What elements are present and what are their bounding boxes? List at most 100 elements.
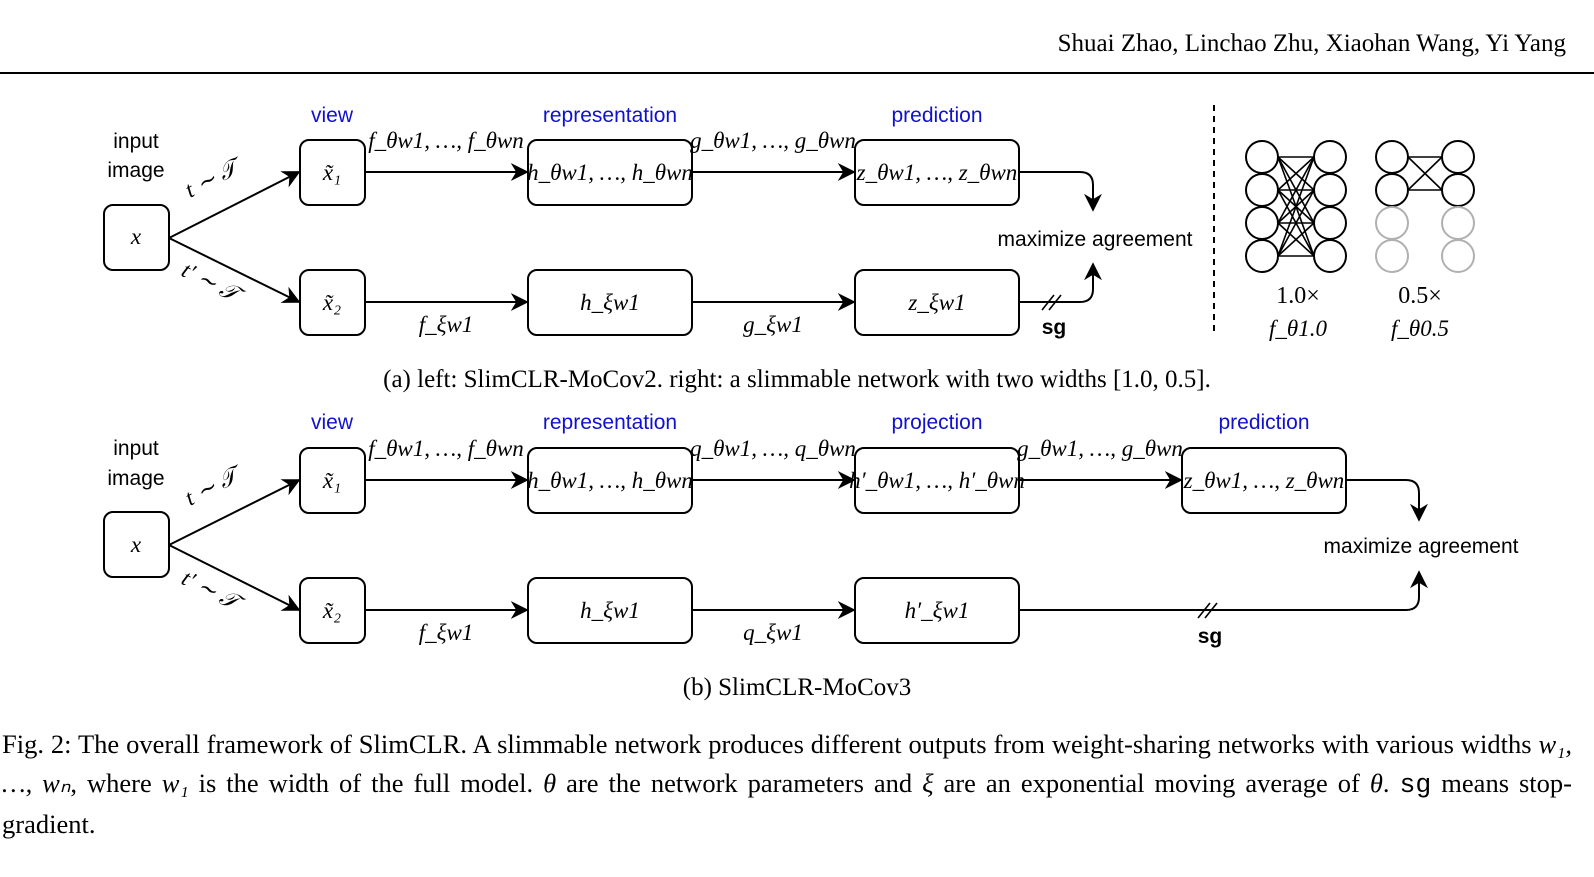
slim-half-neuron-active: [1441, 173, 1475, 207]
slim-full-connection: [1277, 156, 1315, 224]
slim-half-scale: 0.5×: [1398, 283, 1442, 309]
slim-half-neuron-inactive: [1375, 206, 1409, 240]
stage-label-representation: representation: [543, 104, 677, 127]
prediction-top-text: z_θw1, …, z_θwn: [1183, 468, 1345, 493]
figure-caption: Fig. 2: The overall framework of SlimCLR…: [2, 725, 1572, 844]
aug-label-top: t ∼ 𝒯: [181, 460, 248, 510]
caption-math: w₁, …, wₙ: [2, 729, 1572, 798]
aug-edge-bottom: [168, 237, 301, 303]
caption-text: are an exponential moving average of: [933, 768, 1370, 798]
stage-label-prediction: prediction: [1218, 411, 1309, 434]
stage-label-prediction: prediction: [891, 104, 982, 127]
prediction-bottom-text: z_ξw1: [907, 290, 965, 315]
slim-half-neuron-active: [1441, 140, 1475, 174]
stop-gradient-label: sg: [1198, 625, 1223, 648]
slim-full-neuron-active: [1245, 140, 1279, 174]
projection-bottom-text: h′_ξw1: [905, 598, 970, 623]
input-image-label: input: [113, 437, 159, 460]
edge-q-top-label: q_θw1, …, q_θwn: [690, 436, 856, 461]
stop-gradient-mark: [1197, 602, 1211, 619]
input-image-label: image: [107, 467, 164, 490]
panel-a-labels: input image x t ∼ 𝒯 t′ ∼ 𝒯 view represen…: [107, 104, 1449, 341]
stop-gradient-mark: [1204, 602, 1218, 619]
aug-label-top: t ∼ 𝒯: [181, 152, 248, 202]
slim-half-neuron-active: [1375, 173, 1409, 207]
slim-half-neuron-active: [1375, 140, 1409, 174]
caption-text: Fig. 2: The overall framework of SlimCLR…: [2, 729, 1539, 759]
edge-g-bottom-label: g_ξw1: [743, 312, 803, 337]
slim-full-connection: [1277, 156, 1315, 257]
representation-top-text: h_θw1, …, h_θwn: [527, 160, 693, 185]
subcaption-b: (b) SlimCLR-MoCov3: [682, 674, 912, 701]
slim-full-neuron-active: [1245, 173, 1279, 207]
caption-math: θ: [543, 768, 557, 798]
slim-full-neuron-active: [1313, 239, 1347, 273]
panel-a-slimmable-networks: [1245, 140, 1475, 273]
stage-label-view: view: [311, 104, 354, 127]
edge-to-objective-top: [1346, 479, 1428, 522]
slim-full-neuron-active: [1313, 140, 1347, 174]
caption-code: sg: [1399, 770, 1432, 800]
slim-full-connection: [1277, 156, 1315, 191]
edge-to-objective-bottom: [1019, 262, 1102, 303]
edge-f-bottom-label: f_ξw1: [419, 620, 474, 645]
representation-top-text: h_θw1, …, h_θwn: [527, 468, 693, 493]
input-image-label: input: [113, 130, 159, 153]
slim-half-connection: [1407, 156, 1443, 191]
slim-full-scale: 1.0×: [1276, 283, 1320, 309]
slim-half-neuron-inactive: [1375, 239, 1409, 273]
caption-text: means stop-gradient.: [2, 768, 1572, 839]
slim-half-neuron-inactive: [1441, 206, 1475, 240]
caption-text: is the width of the full model.: [188, 768, 544, 798]
aug-edge-bottom: [168, 544, 301, 611]
edge-g-top-label: g_θw1, …, g_θwn: [1017, 436, 1183, 461]
slim-half-label: f_θ0.5: [1391, 316, 1449, 341]
stop-gradient-label: sg: [1042, 316, 1067, 339]
stage-label-view: view: [311, 411, 354, 434]
edge-f-top-label: f_θw1, …, f_θwn: [368, 128, 524, 153]
caption-math: θ: [1369, 768, 1383, 798]
slim-full-neuron-active: [1245, 239, 1279, 273]
stage-label-projection: projection: [891, 411, 982, 434]
stage-label-representation: representation: [543, 411, 677, 434]
running-head-authors: Shuai Zhao, Linchao Zhu, Xiaohan Wang, Y…: [1057, 30, 1566, 57]
representation-bottom-text: h_ξw1: [580, 290, 640, 315]
caption-math: ξ: [922, 768, 934, 798]
objective-label: maximize agreement: [1324, 535, 1519, 558]
aug-edge-top: [168, 479, 301, 546]
header-rule: [0, 72, 1594, 74]
slim-full-connection: [1277, 222, 1315, 257]
view-top-text: x̃₁: [322, 160, 341, 185]
prediction-top-text: z_θw1, …, z_θwn: [856, 160, 1018, 185]
view-bottom-text: x̃₂: [322, 598, 341, 623]
view-bottom-text: x̃₂: [322, 290, 341, 315]
slim-half-neuron-inactive: [1441, 239, 1475, 273]
caption-text: .: [1382, 768, 1400, 798]
stop-gradient-mark: [1048, 294, 1062, 311]
caption-text: are the network parameters and: [556, 768, 923, 798]
slim-full-neuron-active: [1313, 173, 1347, 207]
edge-q-bottom-label: q_ξw1: [743, 620, 803, 645]
panel-a: [103, 105, 1215, 336]
edge-to-objective-top: [1019, 171, 1102, 212]
edge-f-top-label: f_θw1, …, f_θwn: [368, 436, 524, 461]
slim-full-connection: [1277, 189, 1315, 257]
input-image-label: image: [107, 159, 164, 182]
aug-edge-top: [168, 171, 301, 239]
slim-full-neuron-active: [1245, 206, 1279, 240]
caption-math: w₁: [161, 768, 189, 798]
aug-label-bottom: t′ ∼ 𝒯: [178, 565, 249, 618]
edge-f-bottom-label: f_ξw1: [419, 312, 474, 337]
slim-full-neuron-active: [1313, 206, 1347, 240]
edge-to-objective-bottom: [1019, 570, 1428, 611]
input-node-text: x: [130, 224, 142, 249]
representation-bottom-text: h_ξw1: [580, 598, 640, 623]
slim-full-label: f_θ1.0: [1269, 316, 1327, 341]
input-node-text: x: [130, 532, 142, 557]
subcaption-a: (a) left: SlimCLR-MoCov2. right: a slimm…: [383, 366, 1211, 393]
caption-text: , where: [70, 768, 162, 798]
projection-top-text: h′_θw1, …, h′_θwn: [849, 468, 1025, 493]
objective-label: maximize agreement: [998, 228, 1193, 251]
panel-b: [103, 447, 1428, 644]
view-top-text: x̃₁: [322, 468, 341, 493]
